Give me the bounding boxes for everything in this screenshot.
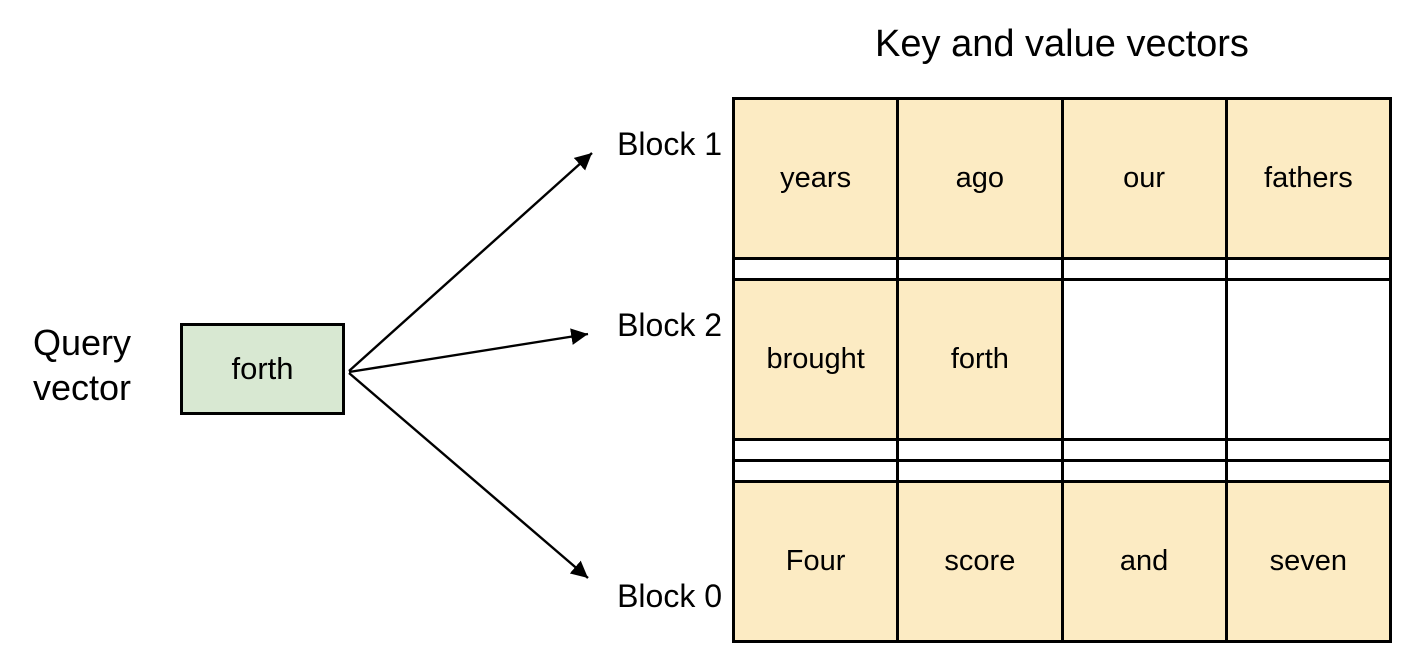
table-cell: [1060, 277, 1228, 441]
table-cell: [731, 256, 900, 281]
table-cell: fathers: [1224, 97, 1393, 260]
query-vector-box: forth: [180, 323, 345, 415]
table-cell: years: [731, 97, 900, 260]
table-cell: [1224, 277, 1393, 441]
table-cell: [1224, 437, 1393, 462]
table-cell: [896, 437, 1064, 462]
table-row: [731, 437, 1393, 462]
query-vector-text: forth: [231, 351, 294, 386]
table-row: [731, 458, 1393, 484]
arrow-to-block-0: [348, 372, 589, 579]
query-vector-label-line1: Query: [33, 322, 132, 363]
table-cell: [1060, 437, 1228, 462]
table-cell: [1060, 458, 1228, 484]
table-cell: [896, 458, 1064, 484]
table-row: [731, 256, 1393, 281]
table-cell: [896, 256, 1064, 281]
table-cell: [1060, 256, 1228, 281]
block-2-label: Block 2: [617, 307, 722, 343]
table-cell: our: [1060, 97, 1228, 260]
table-cell: brought: [731, 277, 900, 441]
block-1-label: Block 1: [617, 126, 722, 162]
table-cell: forth: [896, 277, 1064, 441]
block-0-label: Block 0: [617, 578, 722, 614]
table-cell: [731, 458, 900, 484]
table-cell: and: [1060, 480, 1228, 643]
query-vector-label: Query vector: [33, 320, 131, 410]
table-cell: [731, 437, 900, 462]
diagram-title: Key and value vectors: [875, 23, 1249, 65]
query-vector-label-line2: vector: [33, 367, 132, 408]
table-cell: [1224, 256, 1393, 281]
table-cell: score: [896, 480, 1064, 643]
table-cell: ago: [896, 97, 1064, 260]
table-cell: Four: [731, 480, 900, 643]
table-cell: seven: [1224, 480, 1393, 643]
table-cell: [1224, 458, 1393, 484]
